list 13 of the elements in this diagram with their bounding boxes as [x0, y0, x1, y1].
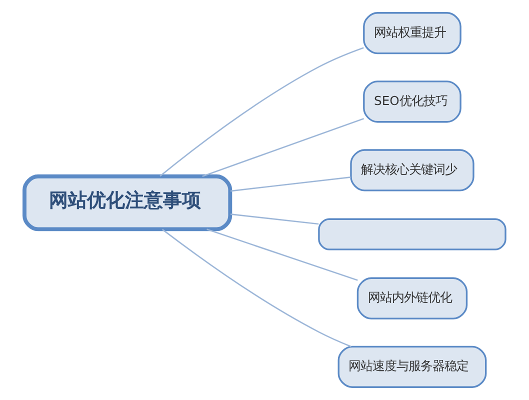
connector: [202, 118, 364, 177]
node-box: [318, 218, 506, 250]
connector: [230, 176, 350, 192]
node-box: 解决核心关键词少: [350, 149, 474, 192]
connector: [206, 228, 358, 281]
node-box: 网站优化注意事项: [22, 174, 232, 232]
connector: [159, 47, 364, 177]
node-box: 网站速度与服务器稳定: [337, 346, 486, 388]
node-box: 网站内外链优化: [356, 277, 468, 320]
node-box: SEO优化技巧: [362, 80, 461, 123]
connector: [161, 228, 351, 348]
node-box: 网站权重提升: [362, 12, 461, 54]
connector: [230, 214, 318, 225]
